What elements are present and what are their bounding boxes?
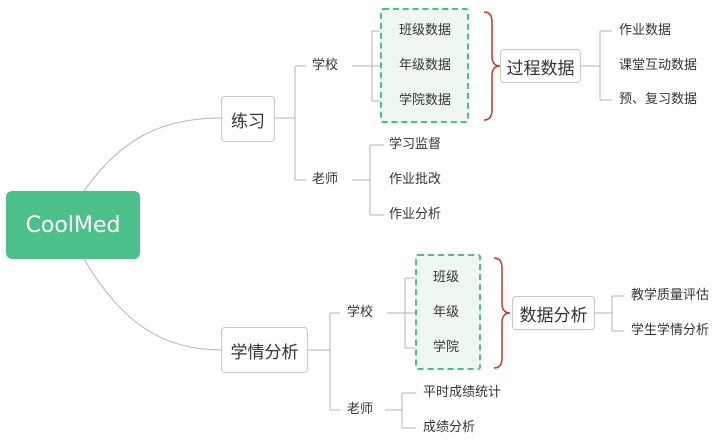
practice-teacher-label[interactable]: 老师: [312, 172, 339, 187]
process-data-item[interactable]: 课堂互动数据: [619, 58, 698, 73]
analysis-teacher-label[interactable]: 老师: [347, 402, 374, 417]
practice-school-group: [380, 8, 469, 123]
analysis-teacher-item[interactable]: 平时成绩统计: [423, 385, 502, 400]
practice-school-label[interactable]: 学校: [312, 58, 339, 73]
practice-teacher-item[interactable]: 作业批改: [389, 172, 442, 187]
data-analysis-item[interactable]: 教学质量评估: [631, 288, 710, 303]
analysis-school-label[interactable]: 学校: [347, 305, 374, 320]
data-analysis-item[interactable]: 学生学情分析: [631, 323, 710, 338]
data-analysis-node[interactable]: 数据分析: [512, 296, 595, 330]
practice-school-item[interactable]: 学院数据: [399, 93, 452, 108]
root-node[interactable]: CoolMed: [6, 191, 140, 259]
analysis-school-group: [415, 254, 481, 370]
process-data-node[interactable]: 过程数据: [500, 49, 581, 83]
branch-analysis-node[interactable]: 学情分析: [221, 327, 308, 373]
branch-practice-node[interactable]: 练习: [221, 96, 275, 142]
practice-school-item[interactable]: 年级数据: [399, 58, 452, 73]
brace-bottom: [493, 257, 511, 369]
analysis-school-item[interactable]: 年级: [433, 305, 460, 320]
analysis-teacher-item[interactable]: 成绩分析: [423, 420, 476, 435]
practice-teacher-item[interactable]: 作业分析: [389, 207, 442, 222]
brace-top: [483, 11, 501, 121]
analysis-school-item[interactable]: 班级: [433, 270, 460, 285]
practice-school-item[interactable]: 班级数据: [399, 23, 452, 38]
practice-teacher-item[interactable]: 学习监督: [389, 137, 442, 152]
process-data-item[interactable]: 预、复习数据: [619, 92, 698, 107]
process-data-item[interactable]: 作业数据: [619, 23, 672, 38]
analysis-school-item[interactable]: 学院: [433, 340, 460, 355]
